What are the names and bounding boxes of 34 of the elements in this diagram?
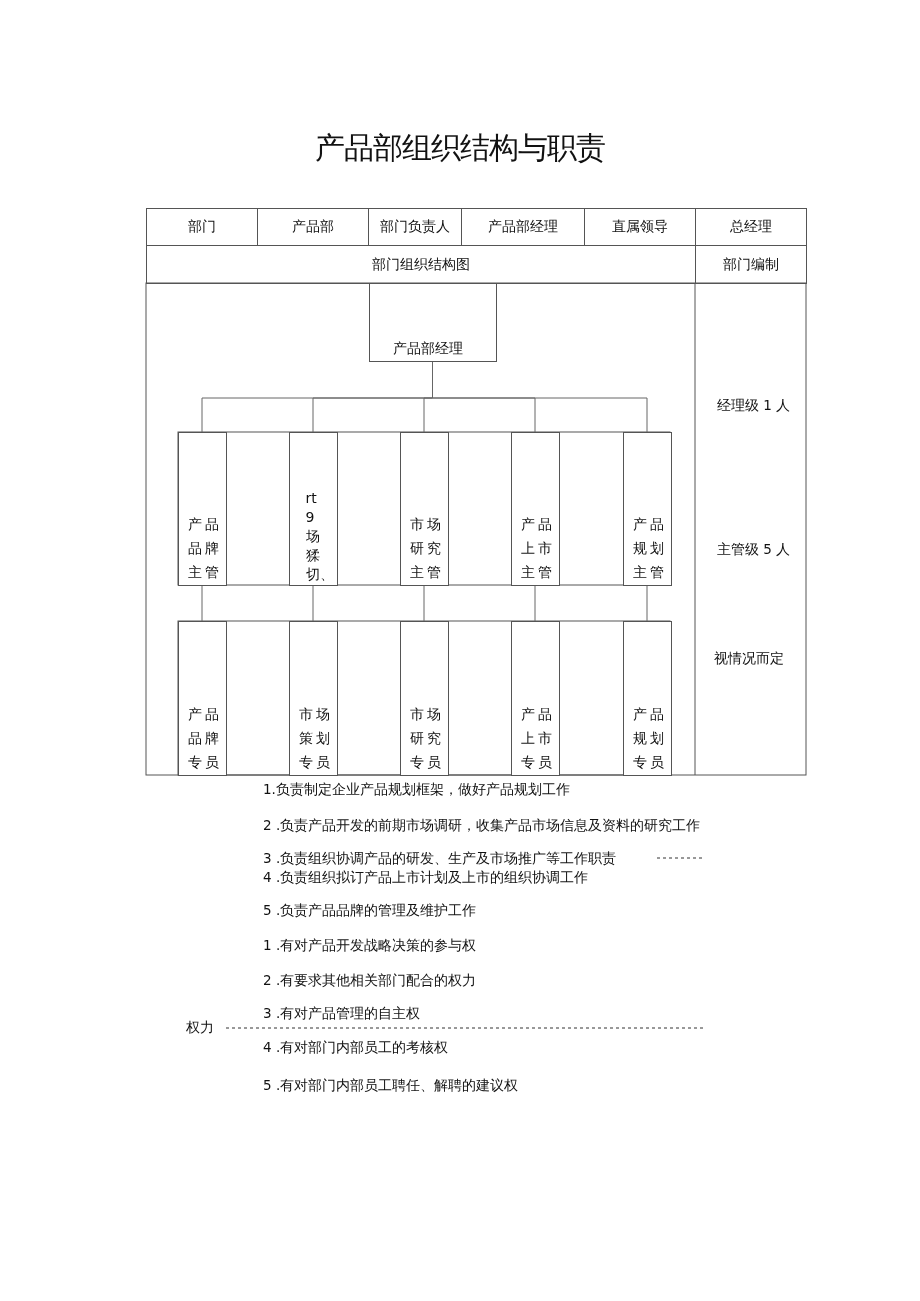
list-item: 5 .负责产品品牌的管理及维护工作 bbox=[263, 902, 477, 920]
position-box: 产品上市主管 bbox=[511, 432, 560, 586]
page-title: 产品部组织结构与职责 bbox=[314, 129, 606, 167]
position-box: 产品品牌专员 bbox=[178, 621, 227, 776]
list-item: 5 .有对部门内部员工聘任、解聘的建议权 bbox=[263, 1077, 519, 1095]
position-box: rt9场猱切、 bbox=[289, 432, 338, 586]
list-item: 3 .负责组织协调产品的研发、生产及市场推广等工作职责 bbox=[263, 850, 617, 868]
position-box: 市场研究主管 bbox=[400, 432, 449, 586]
list-item: 3 .有对产品管理的自主权 bbox=[263, 1005, 421, 1023]
connector-line bbox=[312, 584, 314, 622]
staffing-note: 经理级 1 人 bbox=[717, 397, 791, 415]
position-box: 产品规划专员 bbox=[623, 621, 672, 776]
table-cell: 部门编制 bbox=[695, 245, 807, 284]
list-item: 4 .负责组织拟订产品上市计划及上市的组织协调工作 bbox=[263, 869, 589, 887]
staffing-note: 视情况而定 bbox=[714, 650, 784, 668]
position-box: 市场策划专员 bbox=[289, 621, 338, 776]
position-box: 产品品牌主管 bbox=[178, 432, 227, 586]
list-item: 1 .有对产品开发战略决策的参与权 bbox=[263, 937, 477, 955]
list-item: 4 .有对部门内部员工的考核权 bbox=[263, 1039, 449, 1057]
table-cell: 总经理 bbox=[695, 208, 807, 246]
table-cell: 部门 bbox=[146, 208, 258, 246]
position-box: 产品规划主管 bbox=[623, 432, 672, 586]
connector-line bbox=[201, 584, 203, 622]
connector-line bbox=[423, 584, 425, 622]
connector-line bbox=[534, 584, 536, 622]
list-item: 1.负责制定企业产品规划框架，做好产品规划工作 bbox=[263, 781, 570, 799]
position-box: 产品上市专员 bbox=[511, 621, 560, 776]
position-box: 产品部经理 bbox=[369, 283, 497, 362]
list-item: 2 .负责产品开发的前期市场调研，收集产品市场信息及资料的研究工作 bbox=[263, 817, 701, 835]
list-item: 权力 bbox=[186, 1019, 214, 1037]
staffing-note: 主管级 5 人 bbox=[717, 541, 791, 559]
list-item: 2 .有要求其他相关部门配合的权力 bbox=[263, 972, 477, 990]
connector-line bbox=[646, 584, 648, 622]
position-box: 市场研究专员 bbox=[400, 621, 449, 776]
